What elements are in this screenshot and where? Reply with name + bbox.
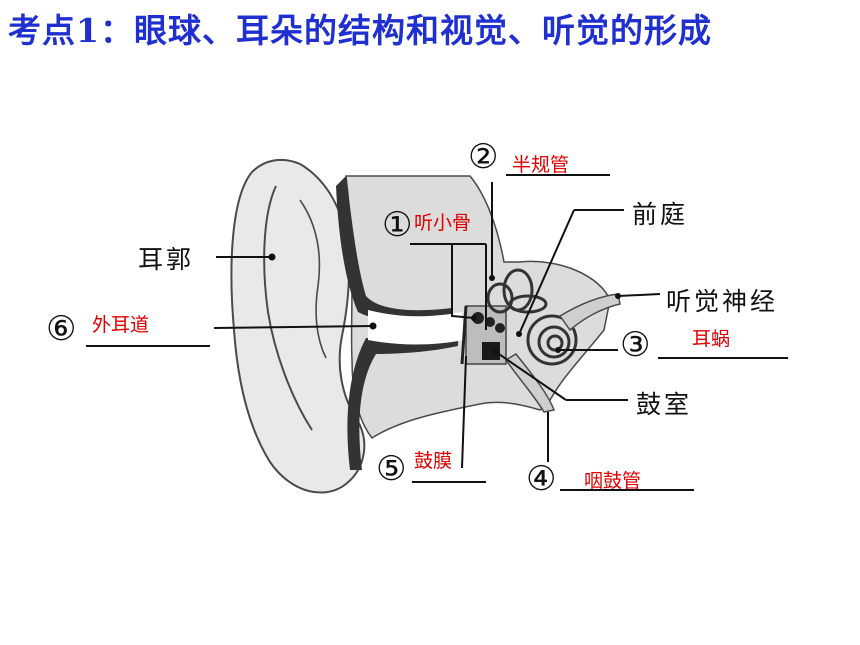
tympanic-dark — [482, 342, 500, 360]
label-auditory-nerve: 听觉神经 — [666, 287, 779, 316]
marker-1: ① — [382, 205, 413, 245]
canal-upper-wall — [336, 176, 452, 321]
eustachian-tube-shape — [504, 353, 556, 413]
eardrum-shape — [460, 305, 468, 365]
marker-6: ⑥ — [46, 309, 77, 349]
answer-4: 咽鼓管 — [584, 470, 642, 492]
label-tympanic-cavity: 鼓室 — [636, 390, 693, 419]
answer-3: 耳蜗 — [692, 328, 731, 350]
label-vestibule: 前庭 — [632, 200, 689, 229]
canal-lower-wall — [347, 336, 458, 470]
marker-5: ⑤ — [376, 449, 407, 489]
answer-2: 半规管 — [512, 154, 570, 176]
ossicle-stapes — [495, 323, 505, 333]
ear-canal — [368, 310, 464, 345]
ossicle-malleus — [472, 312, 484, 324]
answer-5: 鼓膜 — [414, 450, 453, 472]
label-auricle: 耳郭 — [138, 245, 195, 274]
marker-3: ③ — [620, 325, 651, 365]
page-title: 考点1：眼球、耳朵的结构和视觉、听觉的形成 — [8, 11, 712, 50]
leader-lines — [86, 174, 788, 491]
marker-4: ④ — [526, 459, 557, 499]
answer-6: 外耳道 — [92, 314, 150, 336]
semicircular-canal-2 — [486, 282, 514, 314]
auditory-nerve-shape — [558, 293, 621, 332]
answer-1: 听小骨 — [414, 212, 472, 234]
ossicle-incus — [485, 317, 495, 327]
marker-2: ② — [468, 137, 499, 177]
auricle-fold — [263, 185, 313, 431]
concha-fold — [299, 199, 327, 359]
